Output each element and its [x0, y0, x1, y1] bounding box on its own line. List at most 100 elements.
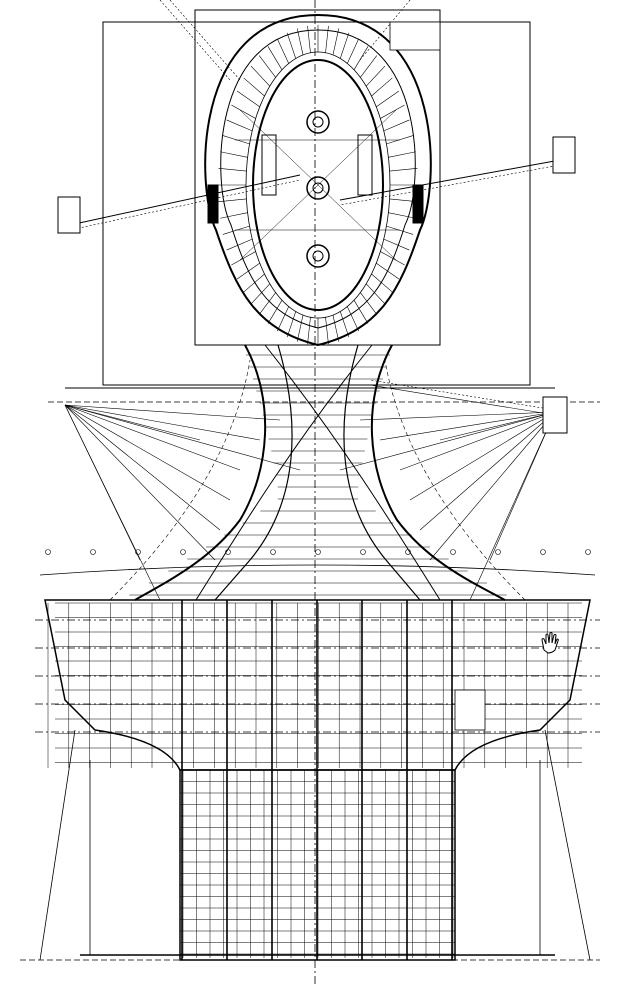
plan-line [371, 273, 393, 293]
column-ring [306, 176, 330, 200]
plan-line [296, 28, 304, 55]
plan-line [258, 55, 276, 78]
plan-line [243, 273, 265, 293]
plan-line [64, 404, 231, 501]
plan-line [360, 292, 378, 315]
plan-rect [261, 134, 277, 196]
plan-line [169, 0, 241, 81]
plan-line [544, 729, 591, 961]
structural-grid [35, 549, 600, 960]
plan-line [419, 411, 556, 531]
grid-bubble [540, 549, 546, 555]
plan-line [347, 306, 359, 332]
grid-bubble [360, 549, 366, 555]
plan-line [277, 306, 289, 332]
plan-line [429, 411, 556, 561]
plan-line [64, 404, 281, 421]
plan-rect [454, 689, 486, 731]
plan-curve [384, 359, 526, 601]
plan-curve [370, 344, 506, 601]
plan-line [380, 104, 405, 119]
plan-line [339, 32, 350, 59]
plan-line [286, 311, 297, 338]
plan-line [339, 164, 561, 206]
grid-bubble [450, 549, 456, 555]
plan-line [64, 404, 261, 441]
oval-head-structure [204, 13, 432, 347]
plan-line [388, 151, 416, 158]
plan-line [64, 404, 241, 471]
plan-line [365, 283, 386, 305]
plan-curve [214, 344, 293, 601]
plan-line [376, 90, 400, 108]
plan-line [250, 283, 271, 305]
plan-line [399, 411, 556, 471]
plan-line [325, 317, 329, 345]
grid-bubble [180, 549, 186, 555]
plan-line [64, 404, 221, 531]
plan-line [307, 25, 311, 53]
hand-icon[interactable] [541, 632, 559, 654]
plan-line [369, 384, 556, 416]
plan-curve [220, 29, 416, 329]
plan-line [365, 65, 386, 87]
plan-line [380, 251, 405, 266]
plan-line [369, 379, 556, 411]
plan-line [359, 0, 411, 61]
plan-curve [44, 599, 591, 771]
plan-line [360, 55, 378, 78]
plan-line [226, 119, 253, 132]
plan-line [64, 404, 201, 441]
plan-line [267, 300, 283, 324]
plan-rect [102, 21, 531, 386]
plan-line [220, 151, 248, 158]
grid-bubble [90, 549, 96, 555]
plan-line [353, 300, 369, 324]
outline-frames [20, 0, 600, 985]
column-ring [306, 244, 330, 268]
plan-line [277, 38, 289, 64]
plan-line [383, 119, 410, 132]
column-core [312, 182, 324, 194]
plan-line [250, 65, 271, 87]
plan-line [296, 315, 304, 342]
plan-line [239, 109, 397, 261]
grid-bubble [585, 549, 591, 555]
column-core [312, 116, 324, 128]
plan-line [231, 104, 256, 119]
plan-line [39, 729, 76, 961]
plan-line [347, 38, 359, 64]
plan-line [231, 251, 256, 266]
plan-curve [204, 13, 432, 347]
plan-line [376, 262, 400, 280]
plan-line [220, 212, 248, 219]
plan-curve [195, 344, 373, 601]
plan-line [243, 77, 265, 97]
plan-line [353, 46, 369, 70]
plan-line [218, 198, 247, 203]
grid-bubble [45, 549, 51, 555]
plan-line [64, 404, 216, 561]
plan-rect [542, 396, 568, 434]
plan-line [339, 311, 350, 338]
plan-line [339, 411, 556, 471]
grid-bubble [495, 549, 501, 555]
plan-line [332, 28, 340, 55]
plan-rect [552, 136, 576, 174]
column-core [312, 250, 324, 262]
plan-line [267, 46, 283, 70]
plan-line [258, 292, 276, 315]
plan-line [371, 77, 393, 97]
plan-rect [357, 134, 373, 196]
plan-line [236, 90, 260, 108]
plan-line [339, 159, 561, 201]
plan-curve [109, 359, 251, 601]
plan-line [64, 404, 301, 471]
plan-line [332, 315, 340, 342]
neck-structure [44, 344, 591, 771]
plan-line [218, 167, 247, 172]
plan-line [69, 174, 301, 226]
plan-curve [343, 344, 421, 601]
plan-line [286, 32, 297, 59]
